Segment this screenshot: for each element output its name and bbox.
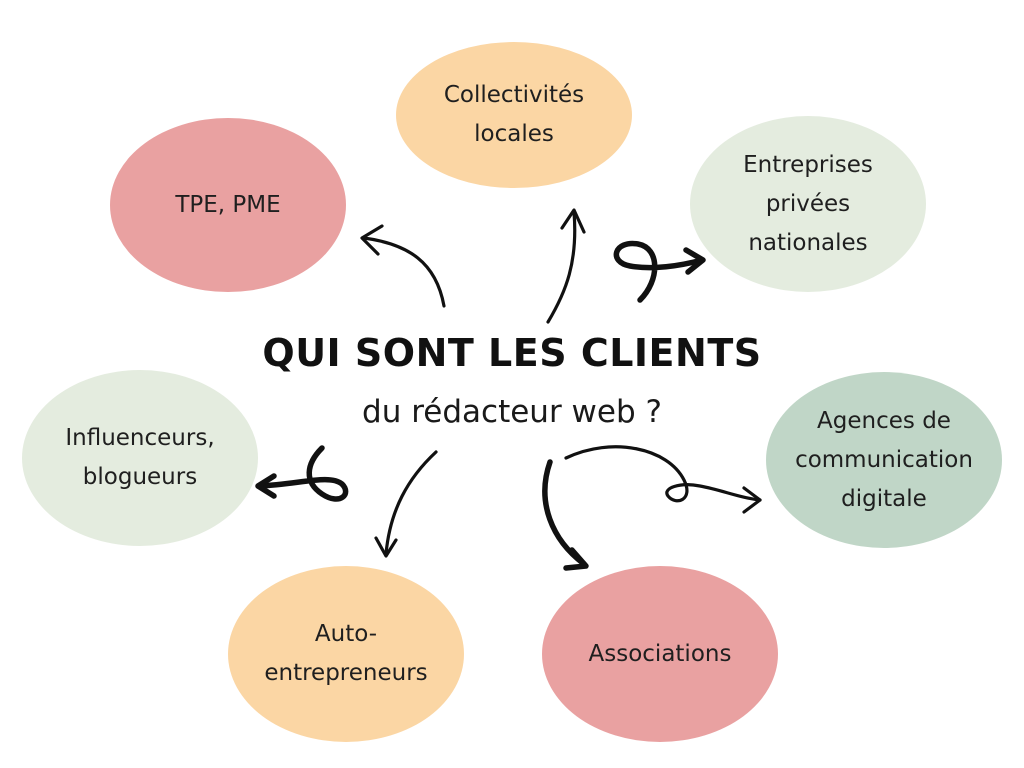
node-agences-label: Agences de communication digitale	[795, 407, 973, 512]
arrow-to-influenceurs	[255, 445, 349, 502]
node-influenceurs-label: Influenceurs, blogueurs	[65, 425, 215, 490]
node-auto-entrepreneurs-label: Auto- entrepreneurs	[264, 621, 428, 686]
arrow-to-entreprises	[613, 240, 706, 303]
node-associations-label: Associations	[588, 640, 732, 667]
node-tpe-pme: TPE, PME	[110, 118, 346, 292]
arrow-to-collectivites	[546, 208, 586, 324]
page-title: QUI SONT LES CLIENTS	[262, 331, 762, 375]
arrow-to-auto-entrepreneurs	[374, 450, 438, 558]
node-auto-entrepreneurs: Auto- entrepreneurs	[228, 566, 464, 742]
arrow-to-tpe-pme	[360, 224, 446, 308]
arrow-to-associations	[542, 459, 589, 571]
page-subtitle: du rédacteur web ?	[362, 394, 662, 430]
node-influenceurs: Influenceurs, blogueurs	[22, 370, 258, 546]
node-entreprises: Entreprises privées nationales	[690, 116, 926, 292]
node-collectivites: Collectivités locales	[396, 42, 632, 188]
node-entreprises-label: Entreprises privées nationales	[743, 151, 873, 256]
node-tpe-pme-label: TPE, PME	[175, 191, 281, 218]
arrow-to-agences	[564, 445, 762, 514]
node-agences: Agences de communication digitale	[766, 372, 1002, 548]
node-collectivites-label: Collectivités locales	[443, 82, 585, 147]
node-associations: Associations	[542, 566, 778, 742]
